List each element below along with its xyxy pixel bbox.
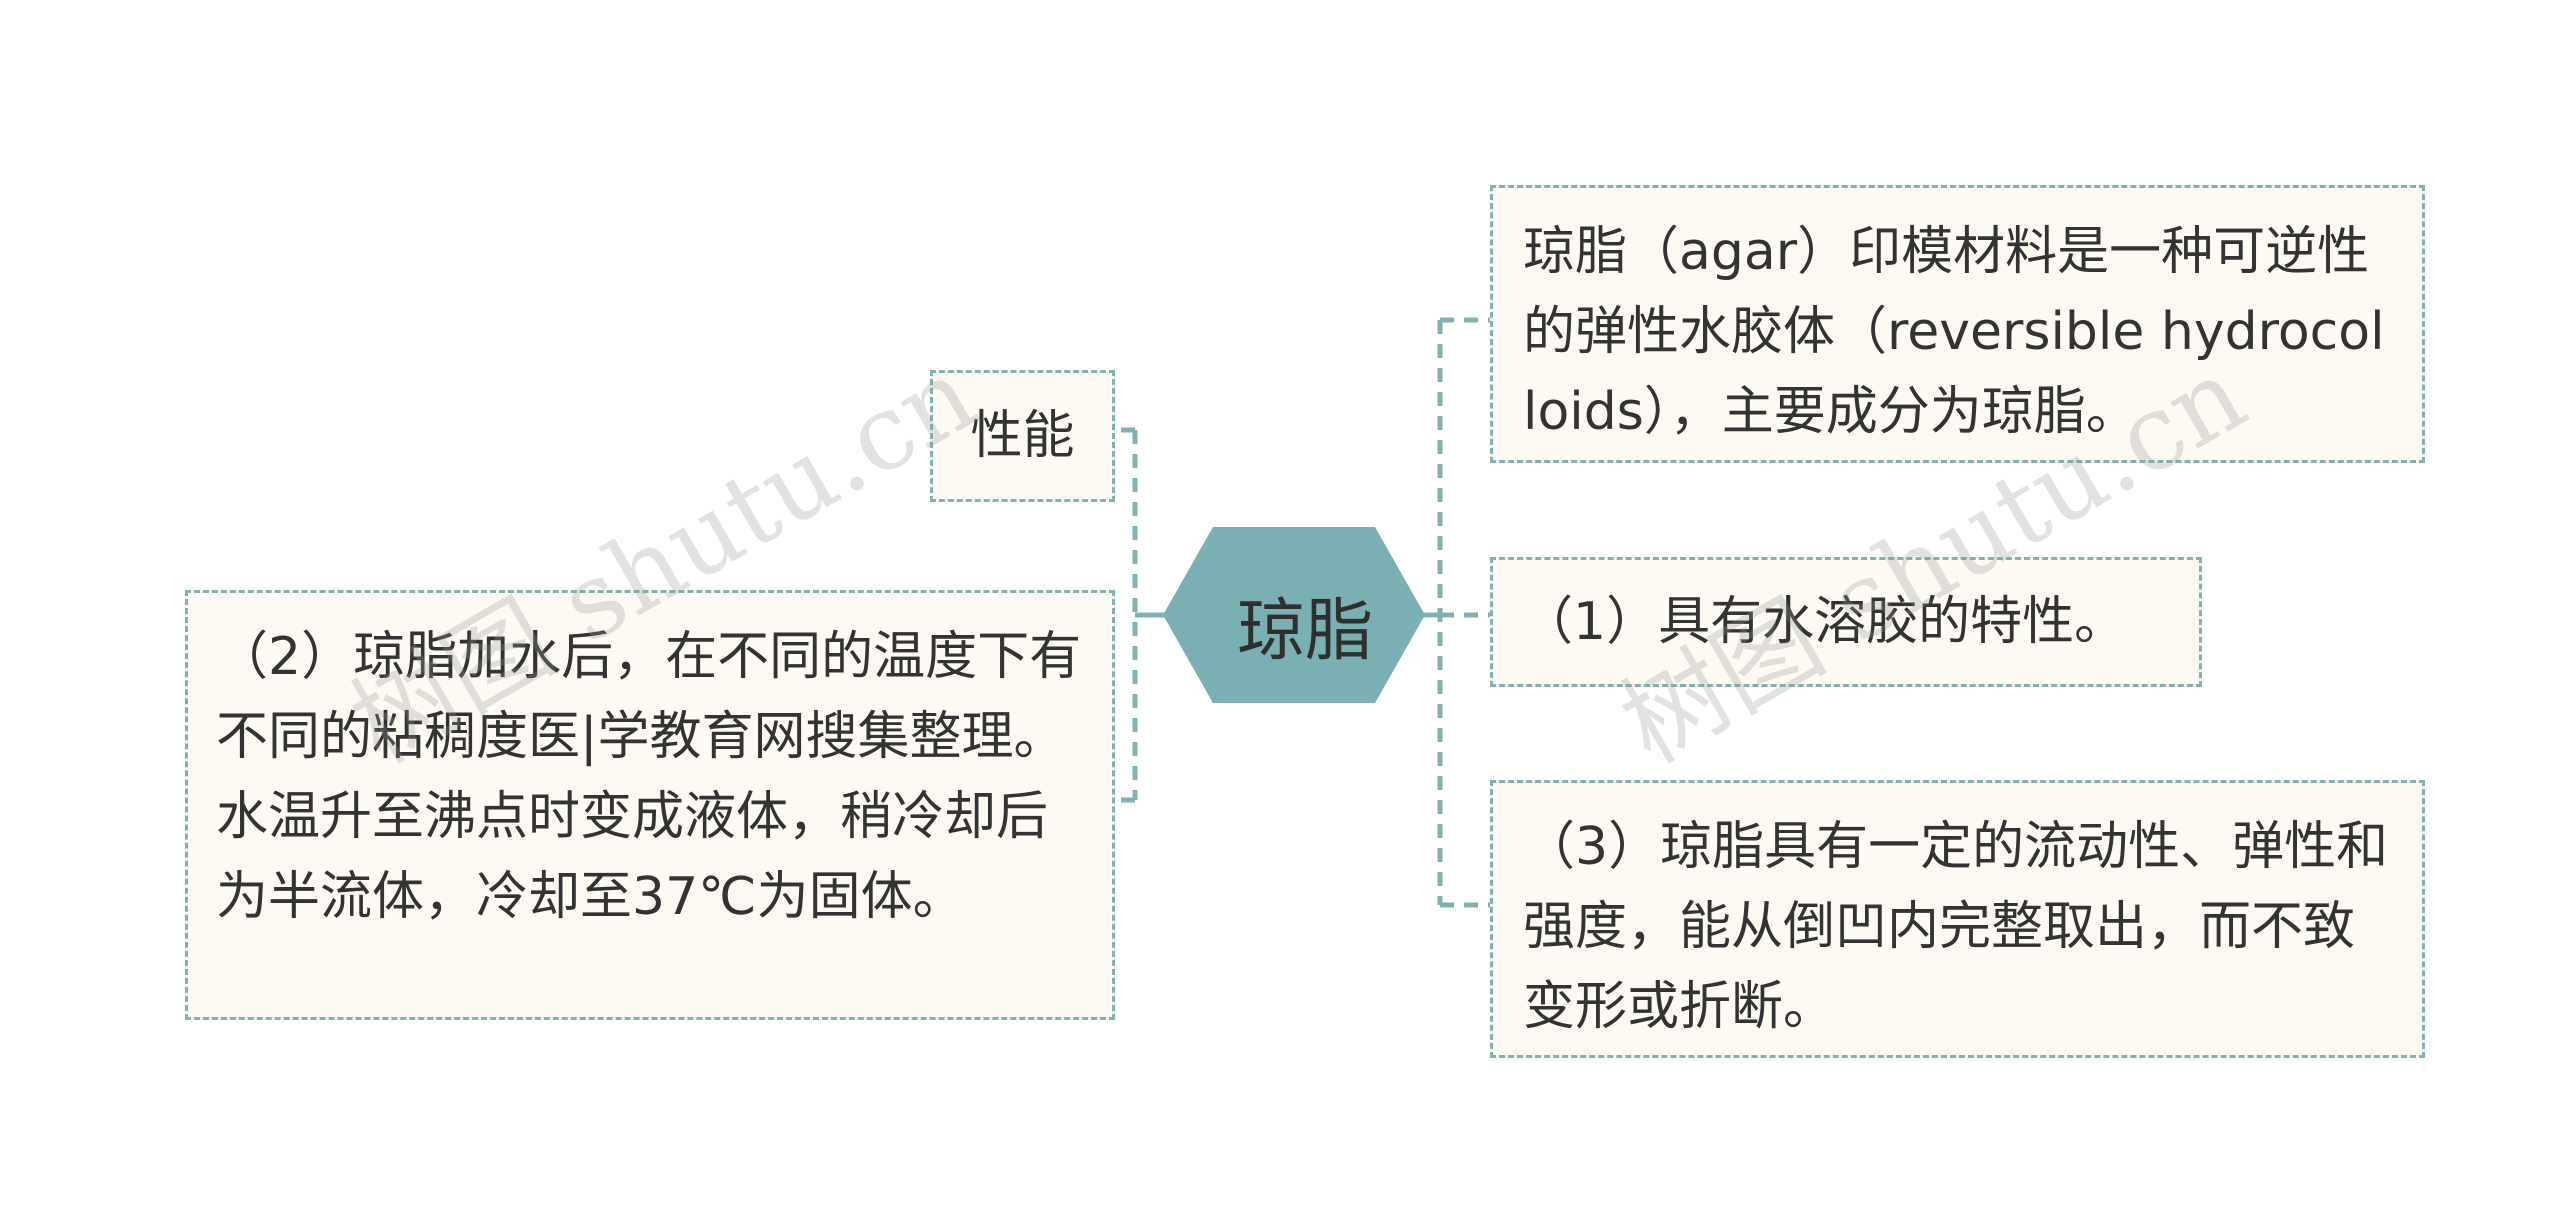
- leaf-text: （1）具有水溶胶的特性。: [1521, 592, 2127, 652]
- branch-node-xingneng[interactable]: 性能: [930, 370, 1115, 502]
- branch-label: 性能: [970, 406, 1075, 466]
- leaf-text: （3）琼脂具有一定的流动性、弹性和强度，能从倒凹内完整取出，而不致变形或折断。: [1523, 817, 2389, 1037]
- leaf-text: （2）琼脂加水后，在不同的温度下有不同的粘稠度医|学教育网搜集整理。水温升至沸点…: [216, 627, 1082, 927]
- leaf-node-definition[interactable]: 琼脂（agar）印模材料是一种可逆性的弹性水胶体（reversible hydr…: [1490, 185, 2425, 463]
- center-node-hexagon[interactable]: [1163, 527, 1425, 703]
- leaf-node-property-1[interactable]: （1）具有水溶胶的特性。: [1490, 557, 2202, 687]
- leaf-node-property-2[interactable]: （2）琼脂加水后，在不同的温度下有不同的粘稠度医|学教育网搜集整理。水温升至沸点…: [185, 590, 1115, 1020]
- leaf-node-property-3[interactable]: （3）琼脂具有一定的流动性、弹性和强度，能从倒凹内完整取出，而不致变形或折断。: [1490, 780, 2425, 1058]
- center-node-label[interactable]: 琼脂: [1236, 591, 1373, 671]
- leaf-text: 琼脂（agar）印模材料是一种可逆性的弹性水胶体（reversible hydr…: [1523, 222, 2385, 442]
